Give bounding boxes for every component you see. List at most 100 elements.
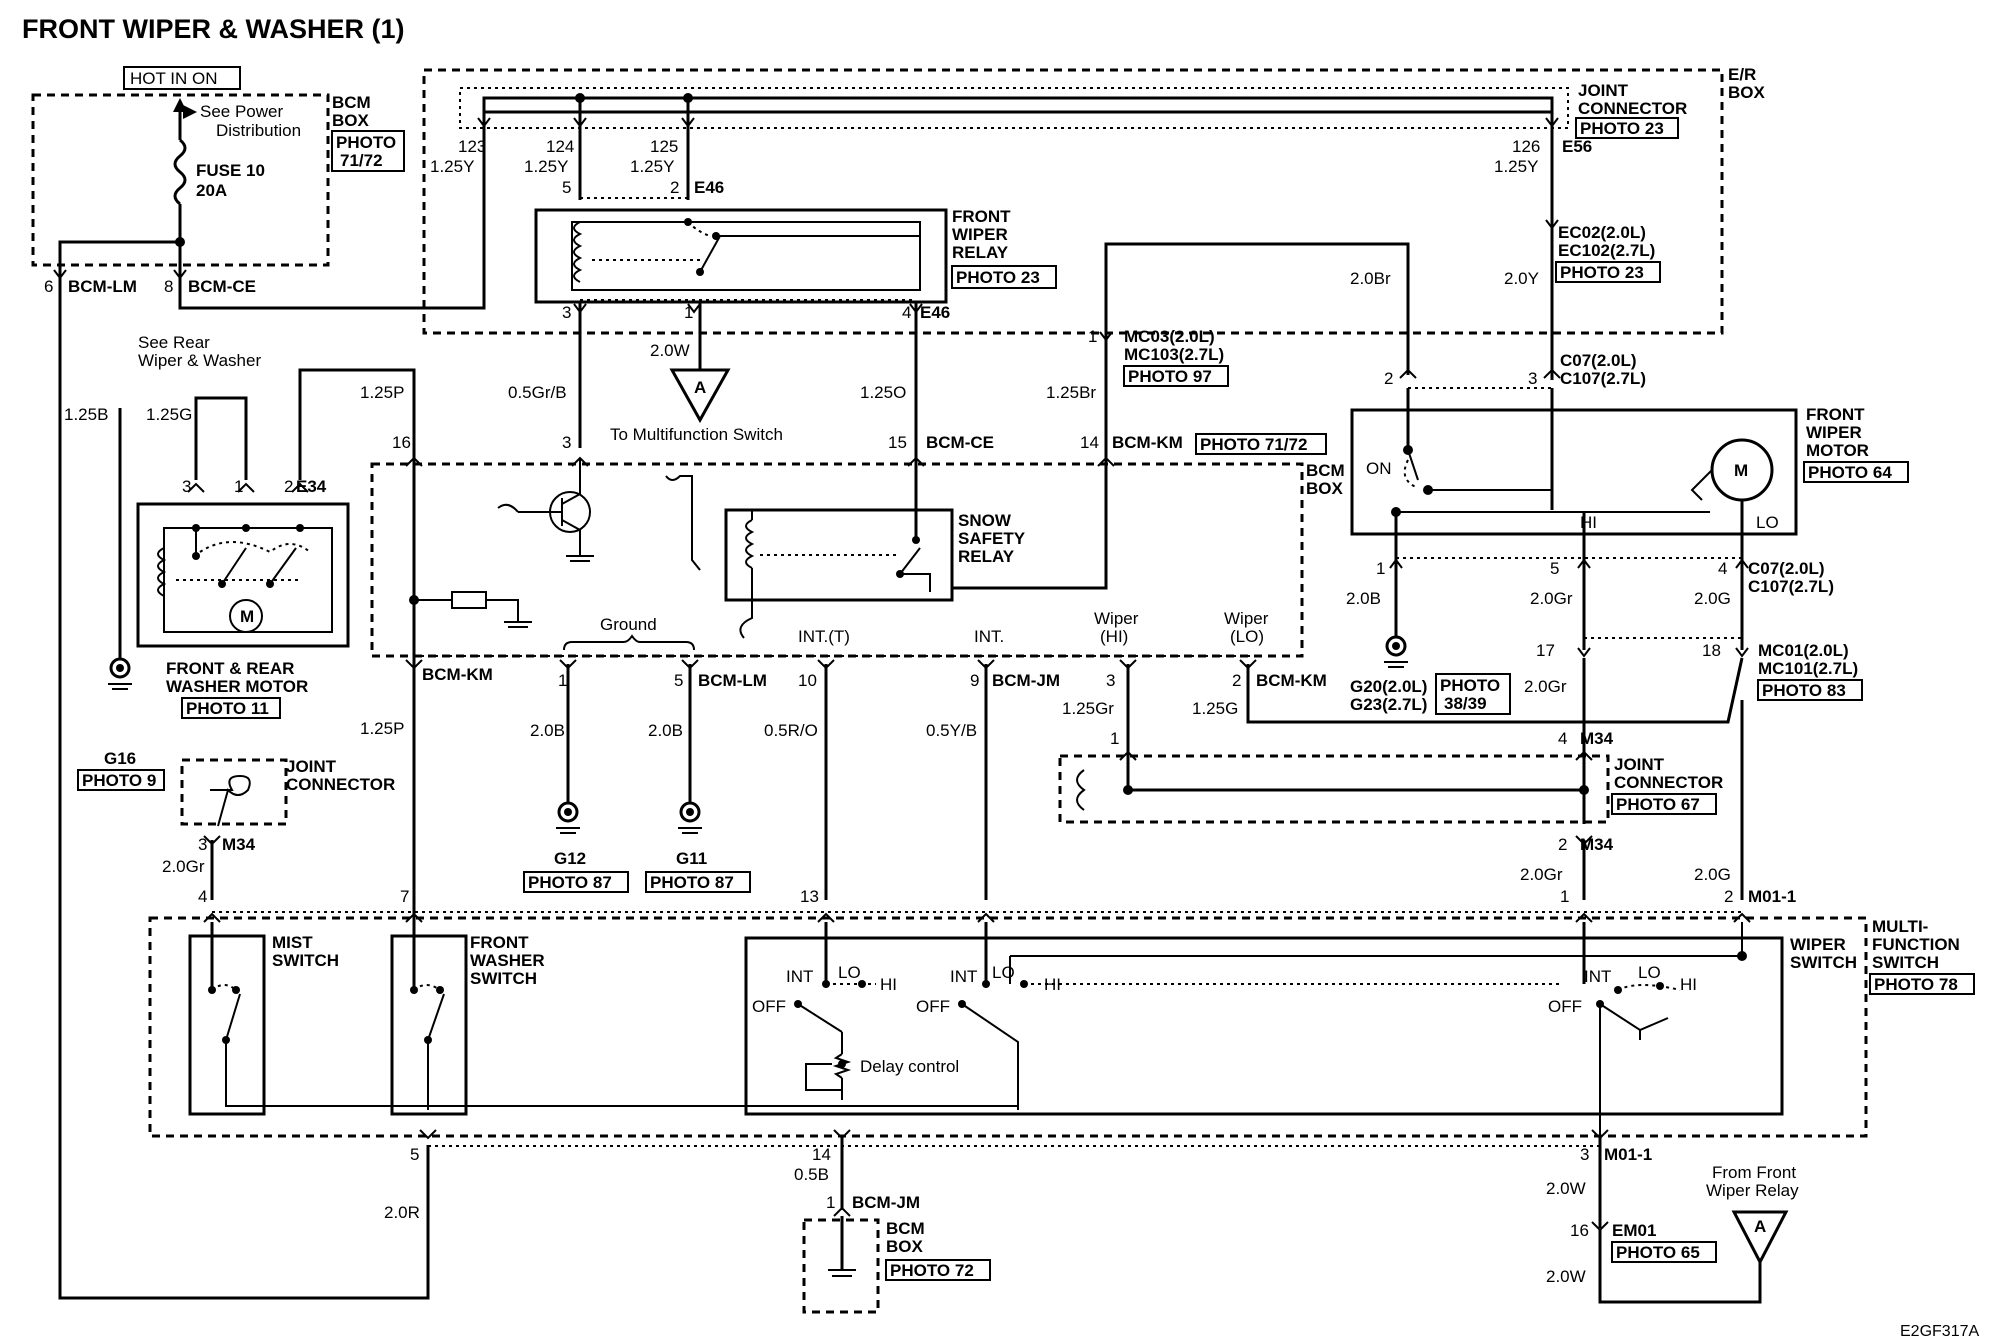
er-box-label-2: BOX [1728, 83, 1766, 102]
svg-text:1.25Y: 1.25Y [524, 157, 568, 176]
snow-safety-relay-label-3: RELAY [958, 547, 1015, 566]
hot-in-on-label: HOT IN ON [130, 69, 218, 88]
pin-8-label: 8 [164, 277, 173, 296]
svg-text:BCM-KM: BCM-KM [1112, 433, 1183, 452]
svg-text:14: 14 [1080, 433, 1099, 452]
fuse-label: FUSE 10 [196, 161, 265, 180]
mist-switch-box [188, 934, 266, 1116]
svg-text:123: 123 [458, 137, 486, 156]
snow-relay-coil-icon [745, 519, 755, 569]
svg-text:1: 1 [826, 1193, 835, 1212]
svg-text:M34: M34 [1580, 729, 1614, 748]
joint-connector-m34-label-2: CONNECTOR [1614, 773, 1723, 792]
svg-text:G23(2.7L): G23(2.7L) [1350, 695, 1427, 714]
front-wiper-relay-label: FRONT [952, 207, 1011, 226]
wiper-switch-label-2: SWITCH [1790, 953, 1857, 972]
svg-text:16: 16 [392, 433, 411, 452]
svg-text:M01-1: M01-1 [1604, 1145, 1652, 1164]
svg-text:MC03(2.0L): MC03(2.0L) [1124, 327, 1215, 346]
svg-text:4: 4 [902, 303, 911, 322]
to-multifunction-text: To Multifunction Switch [610, 425, 783, 444]
joint-connector-m34-label: JOINT [1614, 755, 1665, 774]
svg-text:MC103(2.7L): MC103(2.7L) [1124, 345, 1224, 364]
bcm-box-bottom [802, 1218, 880, 1314]
motor-on-label: ON [1366, 459, 1392, 478]
front-wiper-relay-label-3: RELAY [952, 243, 1009, 262]
svg-text:1: 1 [1088, 327, 1097, 346]
delay-control-resistor [832, 1053, 852, 1079]
svg-text:E34: E34 [296, 477, 327, 496]
from-relay-triangle [1731, 1210, 1789, 1266]
see-rear-text-2: Wiper & Washer [138, 351, 261, 370]
svg-text:1: 1 [1560, 887, 1569, 906]
svg-text:126: 126 [1512, 137, 1540, 156]
svg-text:INT: INT [950, 967, 977, 986]
svg-text:BCM-JM: BCM-JM [852, 1193, 920, 1212]
svg-text:M: M [240, 607, 254, 626]
photo-9-label: PHOTO 9 [82, 771, 156, 790]
bcm-ce-label: BCM-CE [188, 277, 256, 296]
svg-text:2.0G: 2.0G [1694, 865, 1731, 884]
svg-text:2: 2 [1558, 835, 1567, 854]
svg-text:0.5B: 0.5B [794, 1165, 829, 1184]
photo-65-label: PHOTO 65 [1616, 1243, 1700, 1262]
svg-text:C107(2.7L): C107(2.7L) [1560, 369, 1646, 388]
svg-text:2: 2 [1232, 671, 1241, 690]
photo-3839-label-2: 38/39 [1444, 694, 1487, 713]
wiper-switch-box [744, 936, 1784, 1116]
delay-control-label: Delay control [860, 1057, 959, 1076]
svg-text:INT: INT [786, 967, 813, 986]
svg-text:125: 125 [650, 137, 678, 156]
svg-text:5: 5 [674, 671, 683, 690]
svg-text:1.25Gr: 1.25Gr [1062, 699, 1114, 718]
front-wiper-motor-label-3: MOTOR [1806, 441, 1869, 460]
svg-text:5: 5 [410, 1145, 419, 1164]
fuse-icon [173, 138, 187, 206]
photo-7172-label-2: 71/72 [340, 151, 383, 170]
svg-text:1.25P: 1.25P [360, 719, 404, 738]
front-wiper-motor-label-2: WIPER [1806, 423, 1862, 442]
svg-text:1.25B: 1.25B [64, 405, 108, 424]
svg-text:G11: G11 [676, 849, 707, 868]
svg-text:MC01(2.0L): MC01(2.0L) [1758, 641, 1849, 660]
front-washer-switch-label-2: WASHER [470, 951, 545, 970]
svg-text:14: 14 [812, 1145, 831, 1164]
svg-text:2.0Gr: 2.0Gr [1530, 589, 1573, 608]
washer-motor-label: FRONT & REAR [166, 659, 294, 678]
photo-23-label: PHOTO 23 [1580, 119, 1664, 138]
snow-safety-relay-box [724, 508, 954, 602]
washer-motor-icon [229, 599, 263, 633]
bcm-box-label: BCM [332, 93, 371, 112]
mist-switch-label: MIST [272, 933, 313, 952]
from-relay-text: From Front [1712, 1163, 1796, 1182]
front-wiper-relay-box [534, 208, 948, 304]
svg-text:E46: E46 [920, 303, 950, 322]
front-wiper-motor-label: FRONT [1806, 405, 1865, 424]
svg-text:OFF: OFF [1548, 997, 1582, 1016]
svg-text:4: 4 [1718, 559, 1727, 578]
joint-connector-top [459, 87, 1569, 129]
wiper-switch-label: WIPER [1790, 935, 1846, 954]
photo-97-label: PHOTO 97 [1128, 367, 1212, 386]
see-power-text-2: Distribution [216, 121, 301, 140]
svg-text:INT.(T): INT.(T) [798, 627, 850, 646]
svg-text:2.0B: 2.0B [530, 721, 565, 740]
svg-text:3: 3 [1106, 671, 1115, 690]
svg-text:2.0R: 2.0R [384, 1203, 420, 1222]
joint-connector-label-2: CONNECTOR [1578, 99, 1687, 118]
svg-text:HI: HI [1680, 975, 1697, 994]
svg-text:2.0B: 2.0B [1346, 589, 1381, 608]
svg-text:15: 15 [888, 433, 907, 452]
joint-connector-left [180, 758, 288, 826]
svg-text:INT.: INT. [974, 627, 1004, 646]
svg-text:2.0Gr: 2.0Gr [1520, 865, 1563, 884]
svg-text:E56: E56 [1562, 137, 1592, 156]
svg-text:EC102(2.7L): EC102(2.7L) [1558, 241, 1655, 260]
snow-safety-relay-label-2: SAFETY [958, 529, 1026, 548]
svg-text:OFF: OFF [752, 997, 786, 1016]
joint-connector-left-label-2: CONNECTOR [286, 775, 395, 794]
svg-text:M01-1: M01-1 [1748, 887, 1796, 906]
photo-3839-label: PHOTO [1440, 676, 1500, 695]
photo-78-label: PHOTO 78 [1874, 975, 1958, 994]
photo-67-label: PHOTO 67 [1616, 795, 1700, 814]
